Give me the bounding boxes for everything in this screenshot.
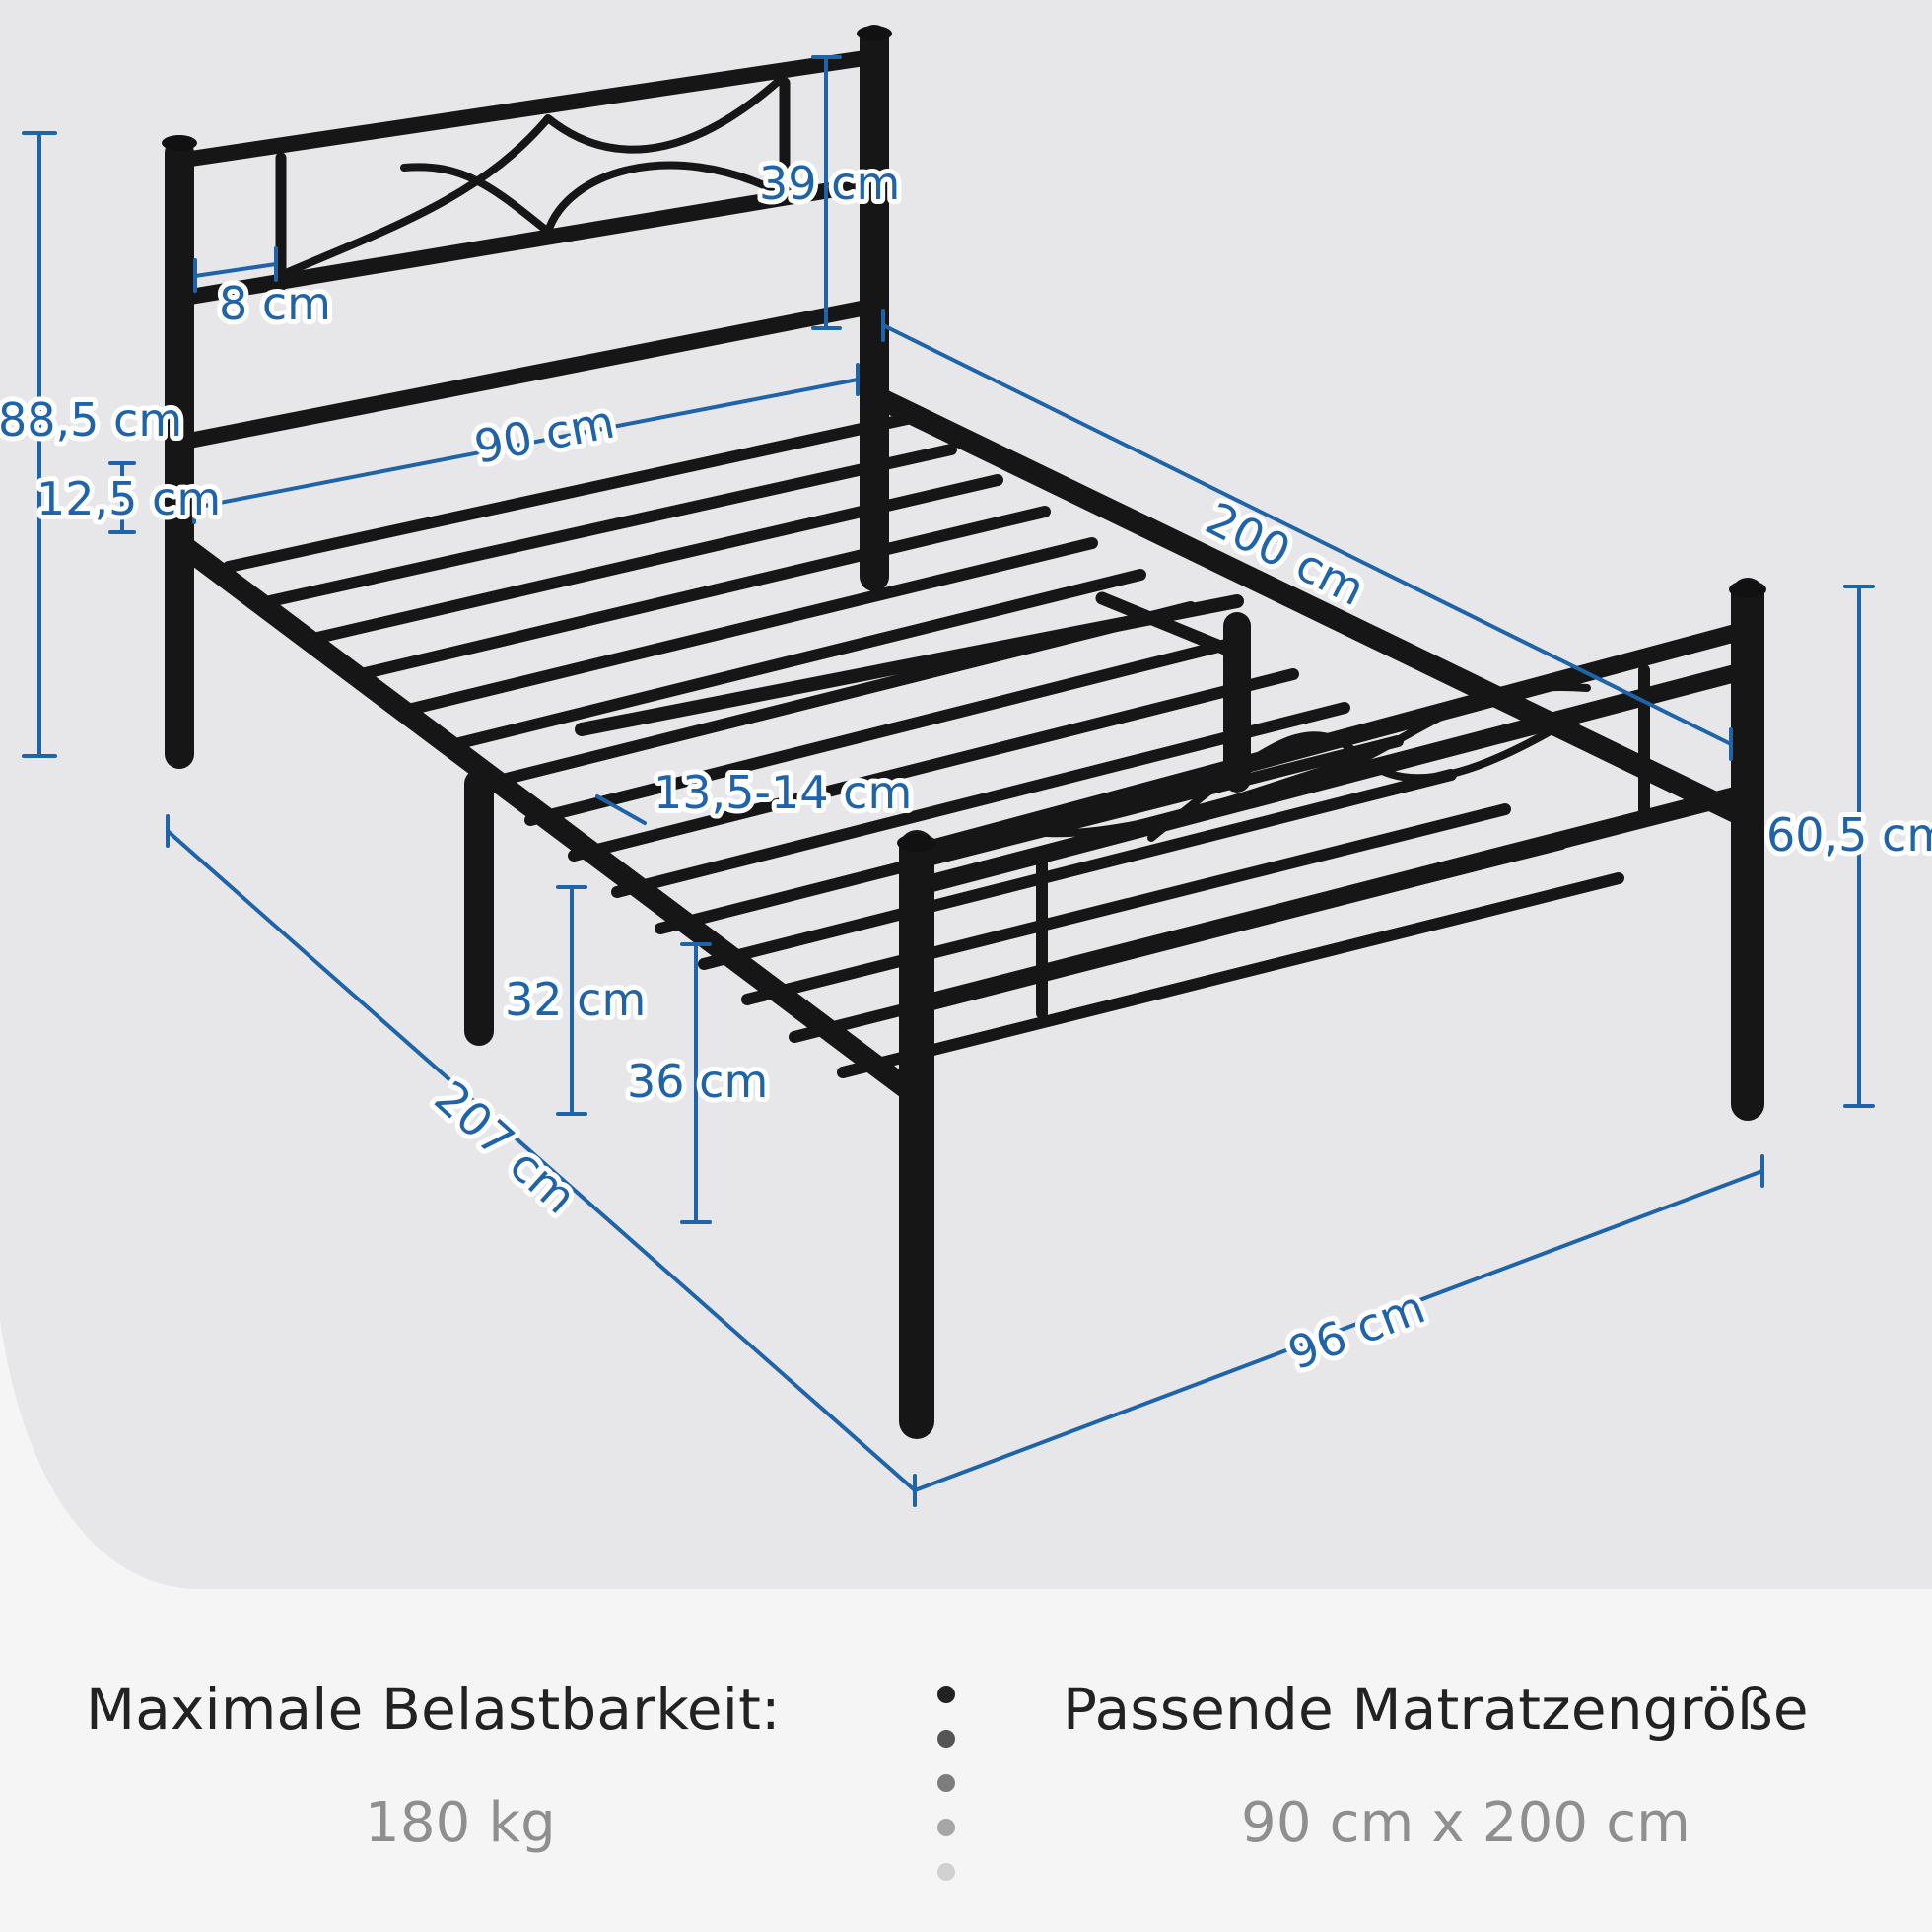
- foot-right-post-cap: [1729, 581, 1766, 598]
- divider-dot-3: [937, 1774, 955, 1792]
- product-info-footer: Maximale Belastbarkeit: 180 kg Passende …: [0, 1636, 1932, 1932]
- inner-width-line: [192, 378, 860, 510]
- head-right-post-cap: [857, 26, 892, 41]
- load-capacity-title: Maximale Belastbarkeit:: [86, 1676, 781, 1743]
- under-bed-clearance-inner-label: 32 cm: [505, 973, 646, 1026]
- side-spacing-line: [193, 262, 278, 278]
- bed-slat-3: [308, 474, 1003, 645]
- divider-dot-5: [937, 1863, 955, 1881]
- bed-slat-4: [351, 506, 1051, 681]
- headboard-lower-rail: [176, 299, 879, 449]
- bed-slat-13: [741, 803, 1511, 1005]
- dimension-lines: [22, 55, 1875, 1507]
- headboard-middle-rail: [176, 175, 879, 306]
- footboard-lower-rail: [908, 785, 1752, 1014]
- divider-dot-4: [937, 1819, 955, 1836]
- headboard-right-curve: [400, 161, 783, 236]
- frame-length-line: [881, 323, 1733, 746]
- headboard-lower-gap-label: 12,5 cm: [36, 472, 221, 525]
- total-height-label: 88,5 cm: [0, 393, 182, 447]
- divider-dot-1: [937, 1686, 955, 1703]
- total-width-line: [913, 1169, 1764, 1492]
- bed-slat-9: [568, 668, 1299, 862]
- footboard-middle-rail: [908, 662, 1752, 896]
- bed-slat-11: [655, 735, 1404, 934]
- footboard-upper-curve: [1043, 683, 1591, 838]
- divider-dot-2: [937, 1730, 955, 1748]
- inner-width-label: 90 cm: [470, 394, 619, 473]
- headboard-height-label: 39 cm: [759, 157, 900, 210]
- bed-slat-15: [837, 872, 1624, 1078]
- footboard-height-label: 60,5 cm: [1766, 808, 1932, 862]
- center-support-rail: [575, 594, 1244, 736]
- center-support-bracket: [1095, 591, 1244, 660]
- headboard-left-curve: [284, 77, 783, 276]
- total-width-label: 96 cm: [1281, 1280, 1432, 1381]
- load-capacity-value: 180 kg: [365, 1791, 556, 1855]
- bed-slat-8: [524, 635, 1248, 826]
- right-side-rail: [861, 383, 1759, 829]
- headboard-side-spacing-label: 8 cm: [219, 277, 331, 330]
- footboard-lower-curve: [1147, 706, 1591, 842]
- bed-slat-10: [611, 702, 1350, 898]
- headboard-top-rail: [176, 49, 879, 168]
- bed-slat-1: [223, 413, 913, 573]
- bed-frame-drawing: [162, 25, 1766, 1439]
- decorative-divider-dots: [934, 1686, 958, 1902]
- bed-slat-5: [394, 537, 1098, 718]
- foot-left-post-cap: [897, 834, 936, 852]
- slat-spacing-line: [595, 794, 647, 825]
- slat-spacing-label: 13,5-14 cm: [654, 766, 912, 819]
- total-length-label: 207 cm: [425, 1070, 586, 1224]
- under-bed-clearance-outer-label: 36 cm: [627, 1055, 768, 1108]
- bed-slat-6: [438, 569, 1146, 753]
- bed-slat-2: [264, 444, 957, 607]
- total-length-line: [166, 829, 917, 1492]
- mattress-size-title: Passende Matratzengröße: [1063, 1676, 1809, 1743]
- head-left-post-cap: [162, 135, 197, 151]
- mattress-size-value: 90 cm x 200 cm: [1241, 1791, 1690, 1855]
- bed-slat-12: [698, 769, 1457, 970]
